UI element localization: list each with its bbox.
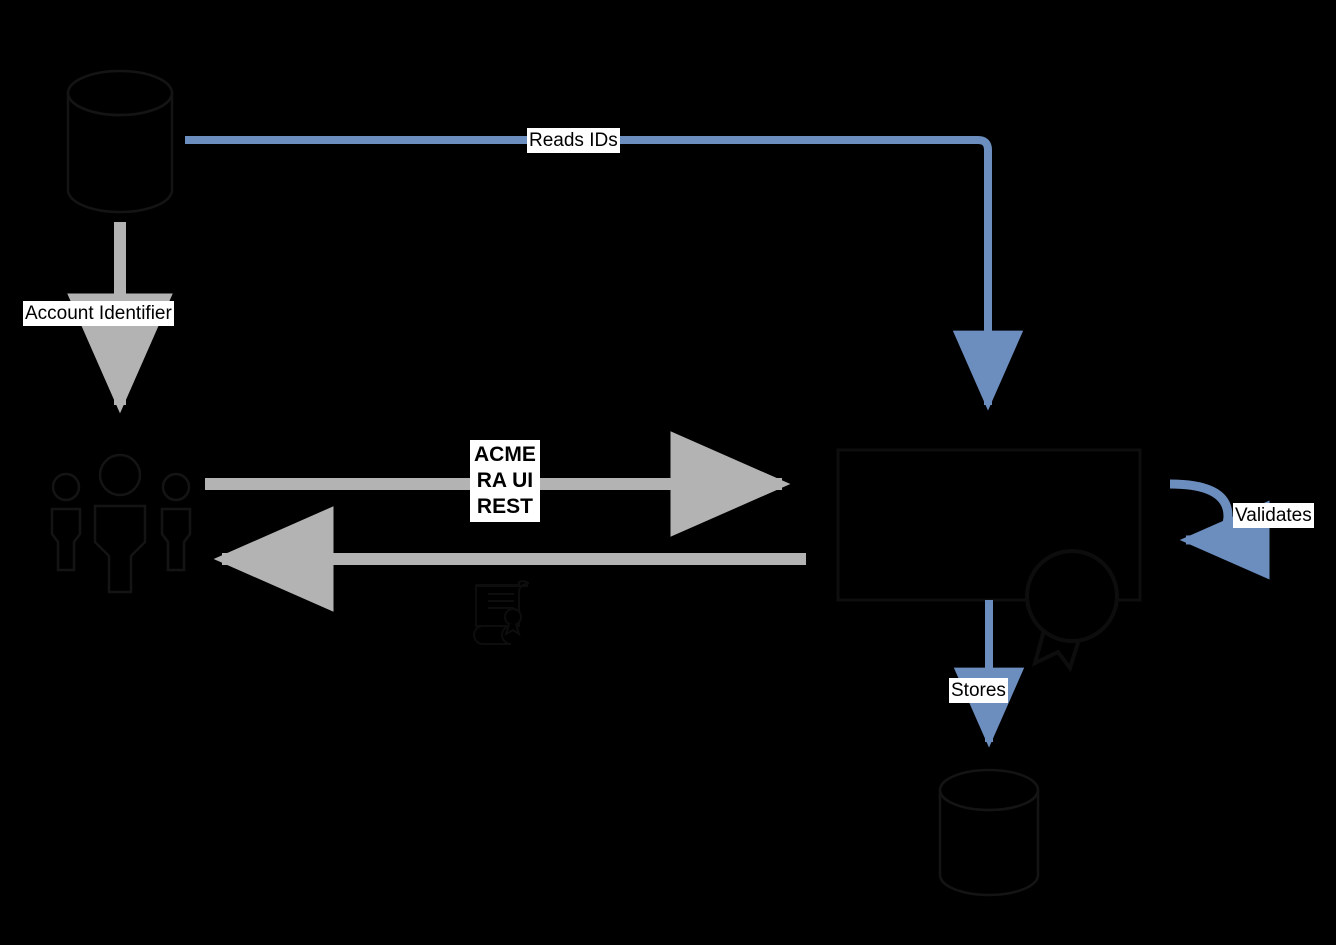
edge-label-stores: Stores bbox=[949, 678, 1008, 703]
account-database-lip bbox=[66, 92, 174, 117]
edge-label-validates: Validates bbox=[1233, 503, 1314, 528]
edge-reads-ids[interactable] bbox=[185, 136, 1024, 411]
edge-validates[interactable] bbox=[1169, 479, 1270, 580]
certificate-seal-ribbon bbox=[504, 623, 521, 637]
certificate-store-body bbox=[938, 788, 1040, 897]
edge-label-acme-ra-ui-rest: ACME RA UI REST bbox=[470, 440, 540, 522]
certificate-store-shape[interactable] bbox=[938, 768, 1040, 897]
user-right-head bbox=[161, 472, 191, 502]
certificate-scroll-roll bbox=[473, 625, 512, 645]
user-left-head bbox=[51, 472, 81, 502]
award-badge-medal bbox=[1025, 549, 1119, 643]
account-database-body bbox=[66, 91, 174, 214]
user-center-body bbox=[93, 504, 147, 594]
account-database-shape[interactable] bbox=[66, 69, 174, 214]
certificate-store-lip bbox=[938, 789, 1040, 812]
user-center-head bbox=[98, 453, 142, 497]
certificate-seal bbox=[504, 608, 522, 626]
award-badge-shape[interactable] bbox=[1025, 549, 1119, 673]
edge-label-reads-ids: Reads IDs bbox=[527, 128, 620, 153]
users-group-shape[interactable] bbox=[50, 453, 192, 594]
user-right-body bbox=[160, 507, 192, 572]
certificate-scroll-top bbox=[476, 580, 529, 586]
certificate-document-shape[interactable] bbox=[473, 580, 529, 645]
user-left-body bbox=[50, 507, 82, 572]
edge-label-account-identifier: Account Identifier bbox=[23, 301, 174, 326]
